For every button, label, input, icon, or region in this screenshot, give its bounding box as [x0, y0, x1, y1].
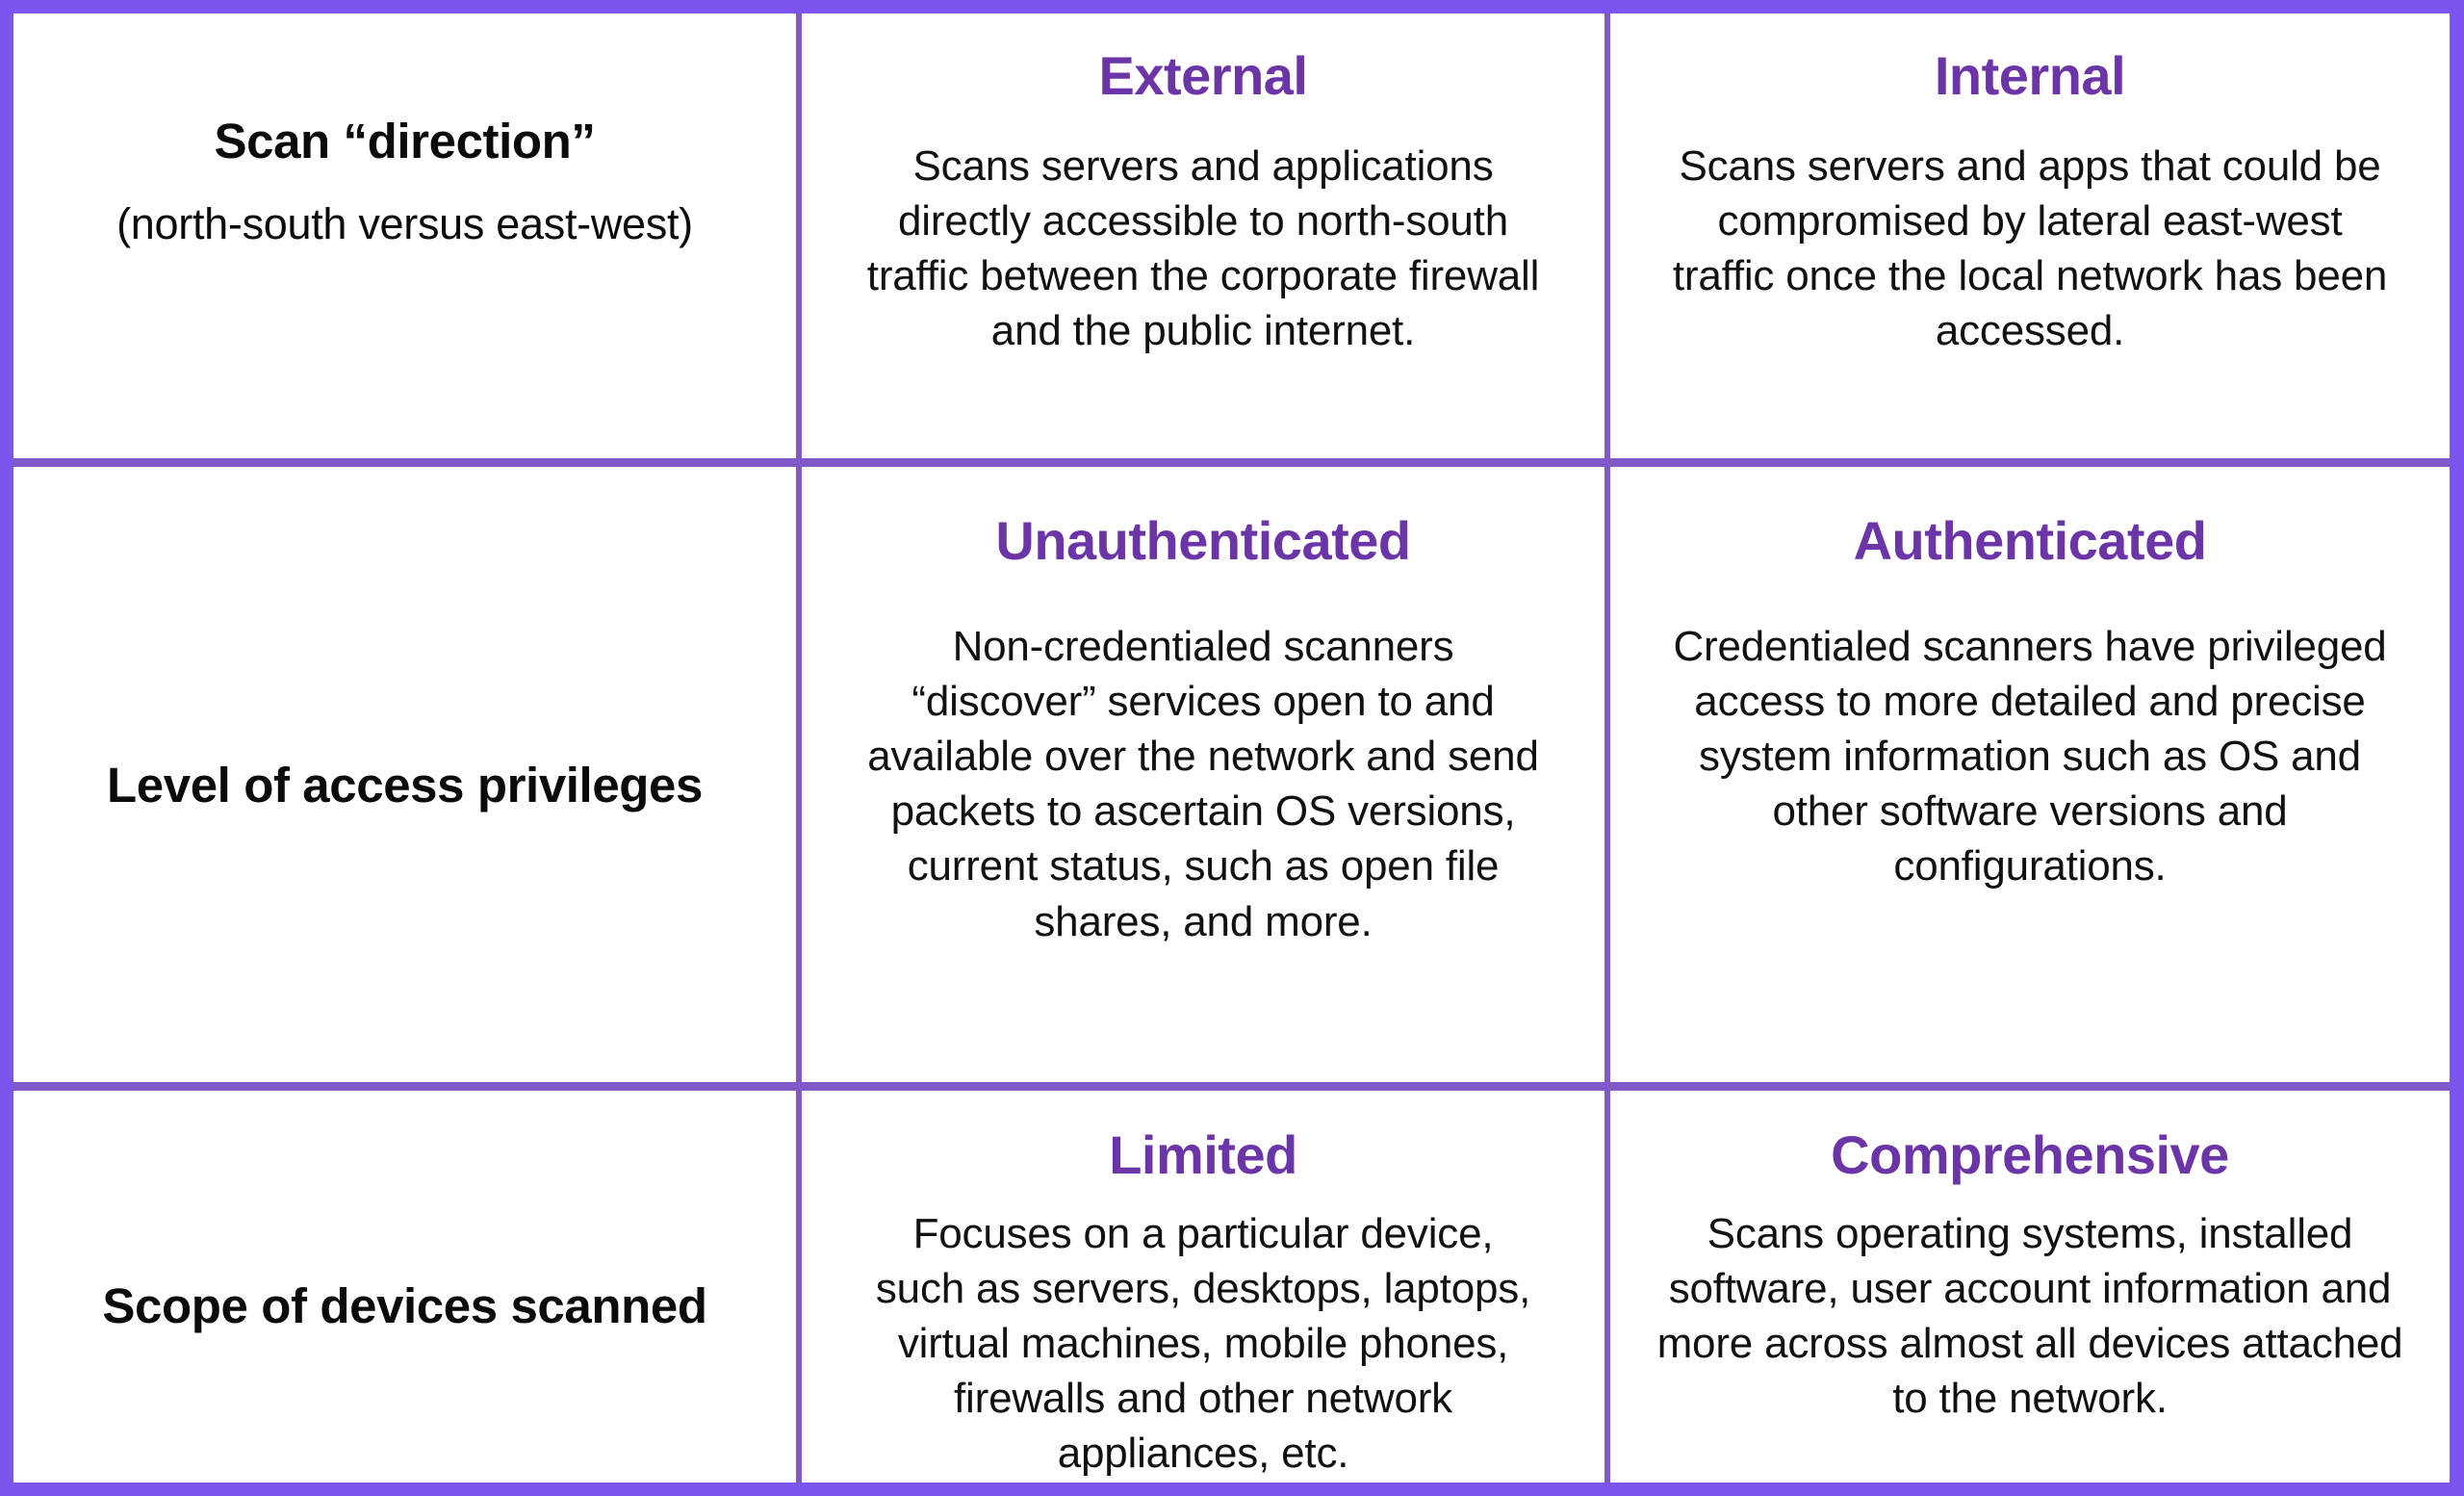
option-heading-limited: Limited [1109, 1124, 1297, 1185]
category-title-scope-of-devices-scanned: Scope of devices scanned [102, 1277, 707, 1333]
table-row-3-category-cell: Scope of devices scanned [13, 1091, 802, 1483]
table-grid: Scan “direction” (north-south versus eas… [13, 13, 2450, 1483]
option-description-external: Scans servers and applications directly … [866, 142, 1540, 355]
option-heading-authenticated: Authenticated [1853, 510, 2207, 571]
table-row-1-option-internal: Internal Scans servers and apps that cou… [1610, 13, 2450, 467]
option-description-internal: Scans servers and apps that could be com… [1672, 142, 2388, 355]
option-description-comprehensive: Scans operating systems, installed softw… [1656, 1209, 2403, 1423]
table-row-2-category-cell: Level of access privileges [13, 467, 802, 1091]
table-row-1-option-external: External Scans servers and applications … [802, 13, 1610, 467]
table-row-3-option-limited: Limited Focuses on a particular device, … [802, 1091, 1610, 1483]
option-heading-internal: Internal [1934, 45, 2126, 106]
option-heading-unauthenticated: Unauthenticated [995, 510, 1411, 571]
option-description-authenticated: Credentialed scanners have privileged ac… [1673, 622, 2387, 890]
option-description-limited: Focuses on a particular device, such as … [875, 1209, 1531, 1478]
table-row-2-option-unauthenticated: Unauthenticated Non-credentialed scanner… [802, 467, 1610, 1091]
option-heading-comprehensive: Comprehensive [1831, 1124, 2229, 1185]
option-heading-external: External [1098, 45, 1309, 106]
table-row-3-option-comprehensive: Comprehensive Scans operating systems, i… [1610, 1091, 2450, 1483]
category-title-level-of-access-privileges: Level of access privileges [107, 757, 703, 812]
option-description-unauthenticated: Non-credentialed scanners “discover” ser… [867, 622, 1539, 945]
table-row-1-category-cell: Scan “direction” (north-south versus eas… [13, 13, 802, 467]
category-subtitle-scan-direction: (north-south versus east-west) [116, 199, 693, 249]
table-row-2-option-authenticated: Authenticated Credentialed scanners have… [1610, 467, 2450, 1091]
category-title-scan-direction: Scan “direction” [214, 114, 596, 168]
